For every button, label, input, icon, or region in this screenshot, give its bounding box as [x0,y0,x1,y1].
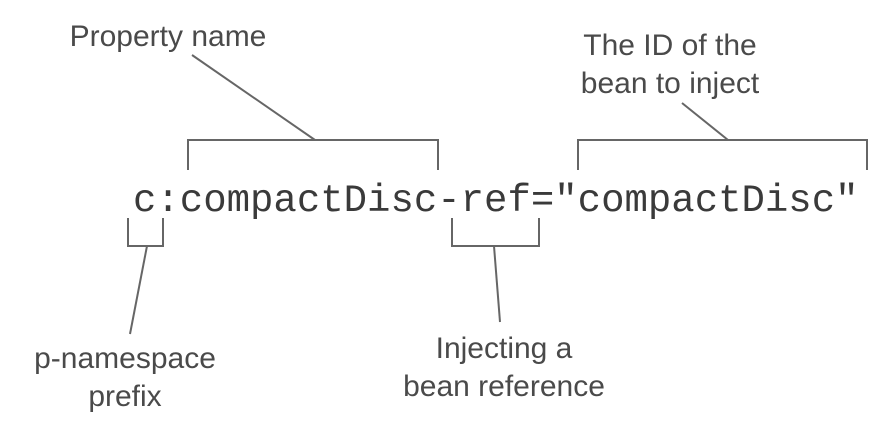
bean-id-label-line-1: The ID of the [583,29,756,62]
bean-reference-label-line-2: bean reference [403,370,605,403]
bean-reference-leader-line [493,245,501,323]
property-name-label: Property name [70,20,267,53]
namespace-prefix-leader-line [129,245,148,335]
property-name-bracket [187,139,439,170]
namespace-prefix-label-line-1: p-namespace [34,342,216,375]
namespace-prefix-label-line-2: prefix [88,380,161,413]
bean-id-bracket [577,139,868,170]
code-attribute-line: c:compactDisc-ref="compactDisc" [133,179,859,223]
bean-id-leader-line [681,102,729,141]
bean-reference-bracket [451,218,540,247]
bean-id-label-line-2: bean to inject [581,67,760,100]
bean-reference-label-line-1: Injecting a [436,332,573,365]
namespace-prefix-bracket [127,218,164,247]
property-name-leader-line [191,54,316,141]
